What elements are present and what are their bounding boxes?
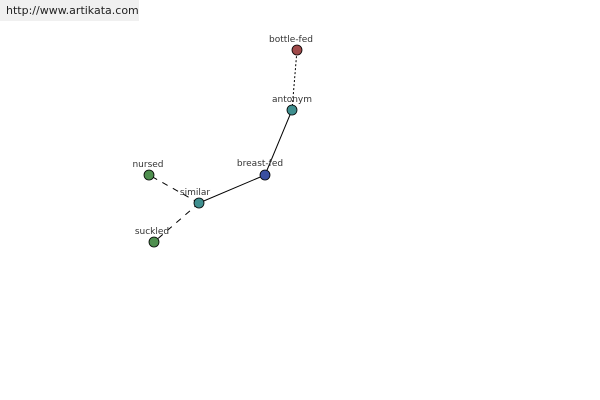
node-breast-fed[interactable] — [259, 169, 271, 181]
node-label-bottle-fed[interactable]: bottle-fed — [269, 35, 313, 45]
node-suckled[interactable] — [148, 236, 160, 248]
edge-breast-fed-similar — [198, 174, 266, 204]
edges-layer — [148, 49, 298, 243]
node-label-breast-fed[interactable]: breast-fed — [237, 159, 283, 169]
node-label-antonym[interactable]: antonym — [272, 95, 312, 105]
node-similar[interactable] — [193, 197, 205, 209]
node-label-nursed[interactable]: nursed — [132, 160, 163, 170]
labels-layer: bottle-fed antonym breast-fed similar nursed… — [132, 35, 313, 237]
edge-similar-nursed — [148, 174, 200, 204]
node-label-similar[interactable]: similar — [180, 188, 210, 198]
nodes-layer — [143, 44, 303, 248]
node-nursed[interactable] — [143, 169, 155, 181]
node-label-suckled[interactable]: suckled — [135, 227, 169, 237]
node-antonym[interactable] — [286, 104, 298, 116]
edge-similar-suckled — [153, 202, 200, 243]
node-bottle-fed[interactable] — [291, 44, 303, 56]
edge-breast-fed-antonym — [264, 109, 293, 176]
artikata-url-link[interactable]: http://www.artikata.com — [0, 0, 139, 21]
